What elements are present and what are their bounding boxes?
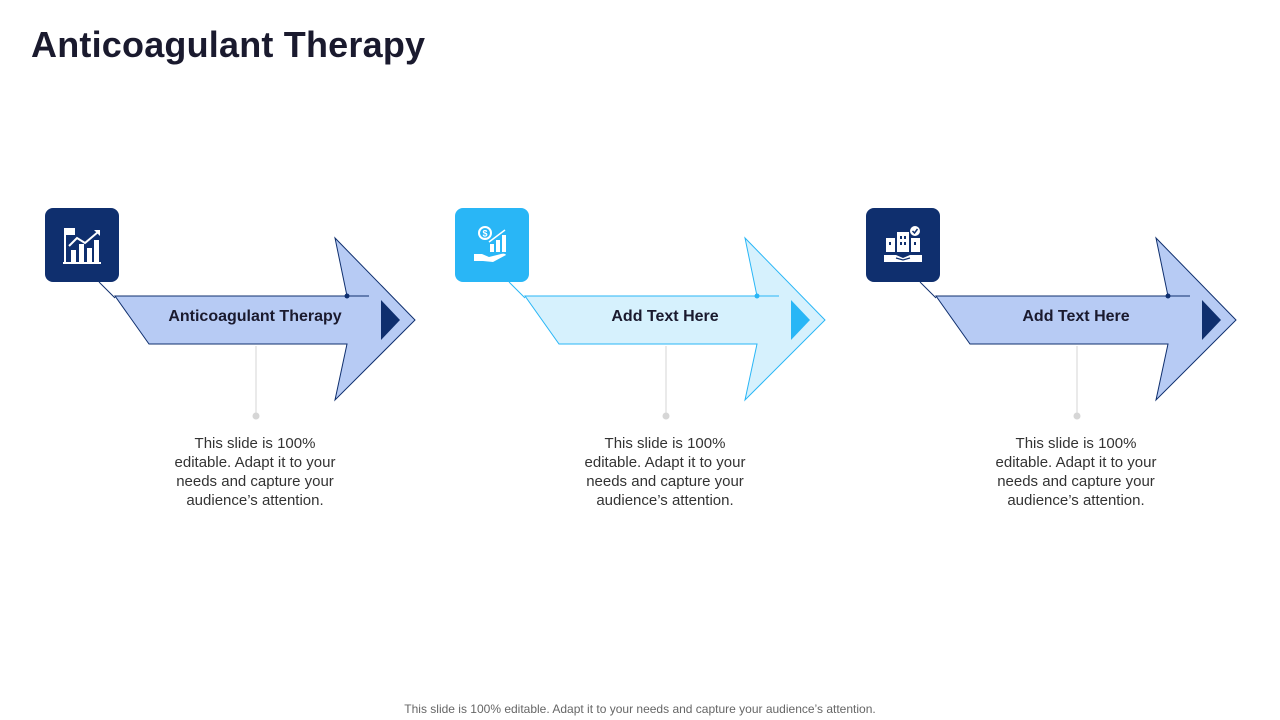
connector-dot [1073,412,1081,420]
building-handshake-icon [884,226,922,262]
step-description: This slide is 100% editable. Adapt it to… [995,435,1157,509]
page-title: Anticoagulant Therapy [31,24,426,65]
footer-note: This slide is 100% editable. Adapt it to… [404,702,876,716]
step-description: This slide is 100% editable. Adapt it to… [584,435,746,509]
step-label: Add Text Here [1022,308,1130,325]
step-label: Anticoagulant Therapy [168,308,342,325]
hand-money-growth-icon: $ [474,226,506,262]
icon-box [866,208,940,282]
svg-text:$: $ [482,229,487,239]
icon-box [45,208,119,282]
arrow-shape [508,236,826,402]
connector-dot [252,412,260,420]
connector-dot [662,412,670,420]
icon-box: $ [455,208,529,282]
arrow-shape [919,236,1237,402]
step-arrow [508,236,826,420]
step-arrow [919,236,1237,420]
step-description: This slide is 100% editable. Adapt it to… [174,435,336,509]
step-2: $ Add Text Here This slide is 100% edita… [455,200,855,540]
chart-growth-icon [63,228,101,264]
step-1: Anticoagulant Therapy This slide is 100%… [45,200,445,540]
arrow-shape [98,236,416,402]
step-label: Add Text Here [611,308,719,325]
step-arrow [98,236,416,420]
step-3: Add Text Here This slide is 100% editabl… [866,200,1266,540]
